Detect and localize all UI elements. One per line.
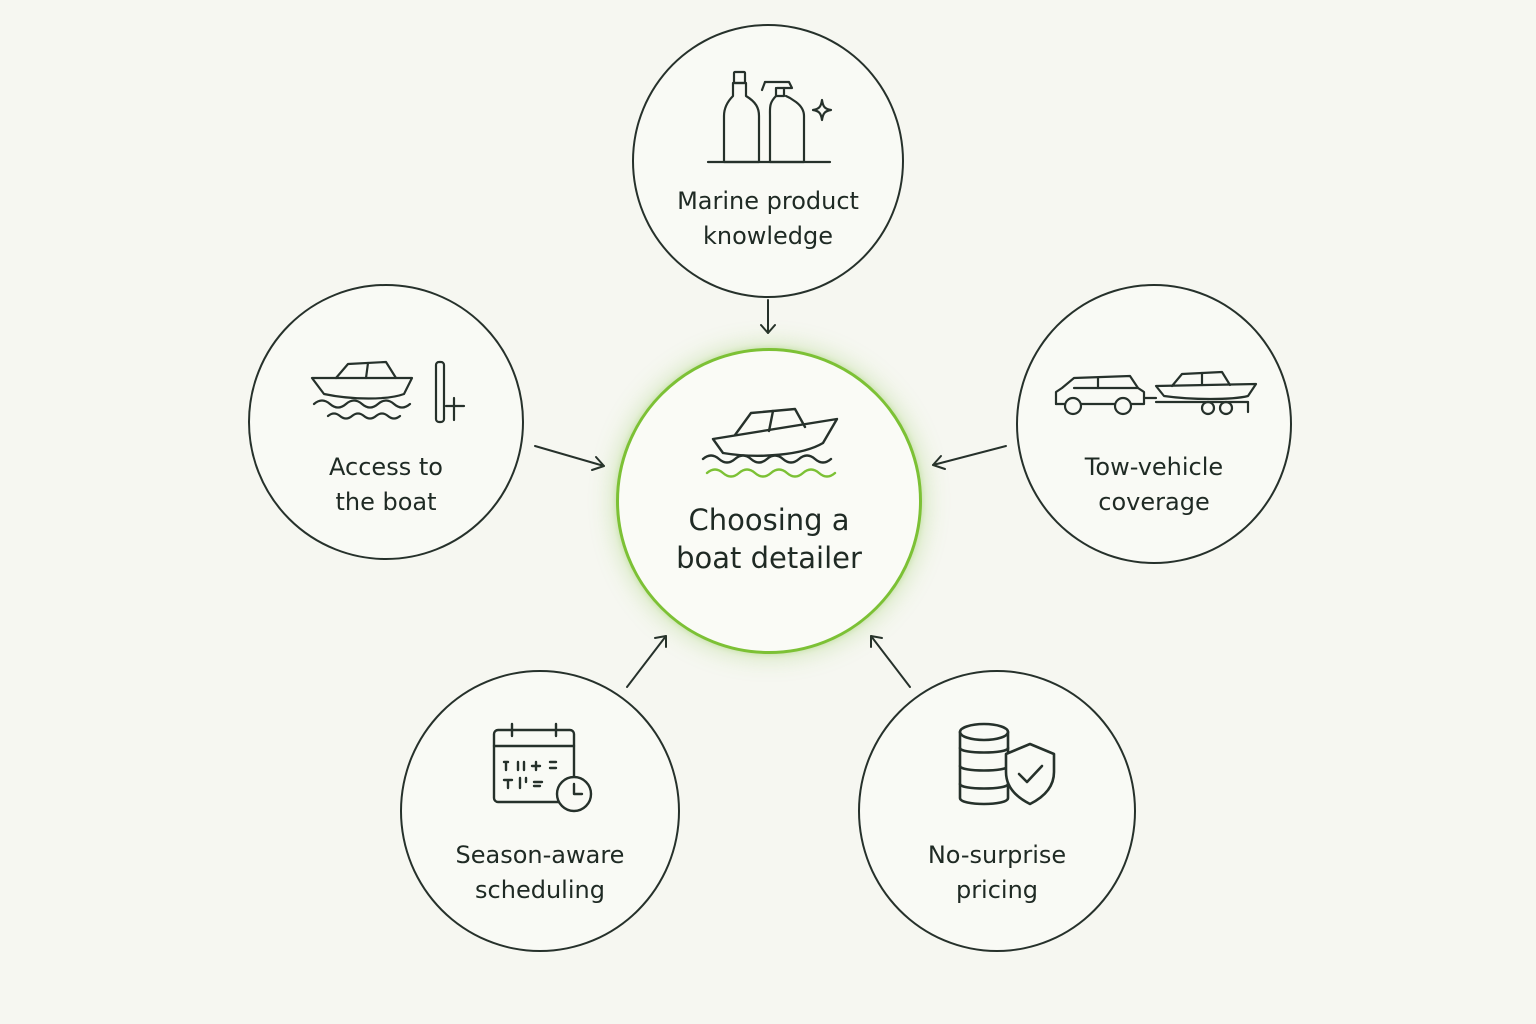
node-access-to-the-boat: Access to the boat: [248, 284, 524, 560]
node-center-choosing-a-boat-detailer: Choosing a boat detailer: [616, 348, 922, 654]
node-no-surprise-pricing: No-surprise pricing: [858, 670, 1136, 952]
node-season-aware-scheduling: Season-aware scheduling: [400, 670, 680, 952]
car-trailer-icon: [1054, 370, 1258, 416]
node-marine-product-knowledge: Marine product knowledge: [632, 24, 904, 298]
label-tow-line-1: Tow-vehicle: [1084, 453, 1224, 481]
center-label-line-2: boat detailer: [676, 541, 862, 575]
arrow-marine-to-center: [760, 299, 776, 334]
label-access-line-2: the boat: [335, 488, 437, 516]
boat-waves-icon: [701, 407, 839, 478]
label-tow-line-2: coverage: [1098, 488, 1210, 516]
label-season-line-2: scheduling: [475, 876, 605, 904]
node-tow-vehicle-coverage: Tow-vehicle coverage: [1016, 284, 1292, 564]
label-season-line-1: Season-aware: [455, 841, 625, 869]
label-marine-line-2: knowledge: [702, 222, 834, 250]
label-pricing-line-1: No-surprise: [927, 841, 1067, 869]
arrow-pricing-to-center: [870, 635, 911, 688]
center-label-line-1: Choosing a: [688, 503, 850, 537]
label-pricing-line-2: pricing: [955, 876, 1039, 904]
calendar-clock-icon: [492, 722, 593, 813]
cleaning-bottles-icon: [706, 70, 833, 164]
coins-shield-icon: [958, 722, 1056, 806]
label-marine-line-1: Marine product: [677, 187, 859, 215]
arrow-tow-to-center: [932, 445, 1007, 470]
arrow-access-to-center: [534, 445, 605, 471]
arrow-season-to-center: [626, 635, 667, 688]
boat-dock-icon: [310, 360, 466, 424]
label-access-line-1: Access to: [329, 453, 443, 481]
